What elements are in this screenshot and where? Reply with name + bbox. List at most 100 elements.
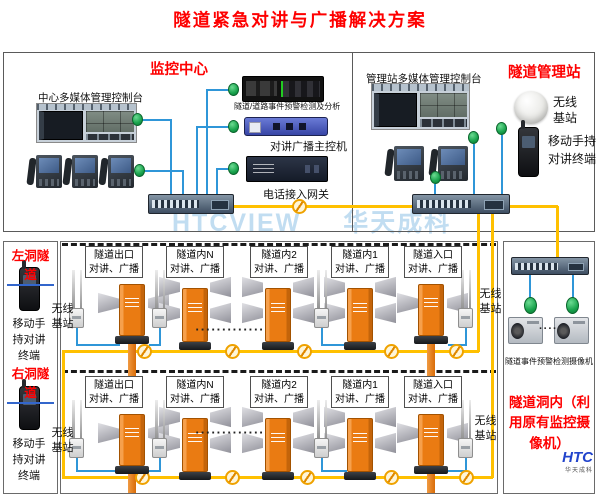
console-thumbnail-strip — [85, 133, 135, 141]
horn-speaker — [375, 406, 396, 428]
wireless-base-antenna — [68, 270, 86, 328]
blue-cable — [76, 456, 78, 472]
blue-cable — [182, 170, 184, 195]
section-name: 隧道内1 — [342, 250, 378, 261]
blue-cable — [149, 470, 161, 472]
htc-logo: HTC 华天成科 — [545, 450, 593, 474]
blue-cable — [207, 89, 229, 91]
horn-speaker — [293, 432, 314, 454]
sidebar-handheld-label: 移动手持对讲终端 — [12, 438, 46, 482]
blue-cable — [196, 126, 198, 195]
blue-cable — [76, 326, 78, 346]
ip-phone — [384, 146, 424, 186]
horn-speaker — [210, 432, 231, 454]
broadcast-cabinet — [182, 418, 208, 472]
horn-speaker — [324, 276, 345, 298]
left-tunnel-title: 左洞隧道 — [7, 245, 54, 286]
horn-speaker — [210, 406, 231, 428]
fiber-node — [384, 470, 399, 485]
horn-speaker — [210, 276, 231, 298]
road-dashed-line — [62, 243, 496, 246]
section-name: 隧道入口 — [413, 380, 453, 391]
tunnel-wireless-label: 无线基站 — [479, 288, 502, 315]
fiber-node — [225, 470, 240, 485]
handheld-radio — [518, 120, 539, 177]
road-dashed-line — [62, 370, 496, 373]
section-sub: 对讲、广播 — [408, 264, 458, 275]
logo-main: HTC — [562, 449, 593, 466]
wireless-base-antenna — [313, 400, 331, 458]
horn-speaker — [242, 302, 263, 324]
blue-cable — [434, 184, 436, 195]
horn-speaker — [375, 432, 396, 454]
trunk-cable-link — [62, 350, 65, 479]
console-toolbar — [37, 104, 136, 111]
green-connector-dot — [228, 120, 239, 133]
wireless-base-antenna — [457, 400, 475, 458]
wireless-ap — [514, 91, 548, 124]
cctv-camera — [508, 317, 543, 344]
camera-switch — [511, 257, 589, 275]
horn-speaker — [98, 292, 119, 314]
phone-body — [394, 146, 424, 181]
handheld-radio — [19, 260, 40, 311]
antenna-body — [152, 308, 167, 328]
blue-cable — [159, 456, 161, 472]
center-switch — [148, 194, 234, 214]
horn-speaker — [242, 406, 263, 428]
horn-speaker — [375, 276, 396, 298]
fiber-node — [459, 470, 474, 485]
tunnel-section-header: 隧道入口对讲、广播 — [404, 376, 462, 408]
green-connector-dot — [228, 162, 239, 175]
detection-server-label: 隧道/道路事件预警检测及分析 — [234, 102, 341, 111]
green-connector-dot — [468, 131, 479, 144]
broadcast-cabinet — [182, 288, 208, 342]
green-connector-dot — [496, 122, 507, 135]
broadcast-cabinet — [119, 284, 145, 336]
horn-speaker — [324, 406, 345, 428]
management-station-title: 隧道管理站 — [508, 65, 581, 81]
blue-cable — [76, 344, 120, 346]
phone-body — [36, 155, 62, 188]
fiber-node — [297, 344, 312, 359]
section-sub: 对讲、广播 — [335, 394, 385, 405]
tunnel-wireless-label: 无线基站 — [51, 303, 74, 330]
horn-speaker — [397, 292, 418, 314]
horn-speaker — [324, 432, 345, 454]
logo-sub: 华天成科 — [564, 468, 593, 474]
section-sub: 对讲、广播 — [254, 264, 304, 275]
section-sub: 对讲、广播 — [254, 394, 304, 405]
section-name: 隧道内2 — [261, 380, 297, 391]
continuation-dots: ···· — [539, 323, 558, 335]
continuation-dots: ············· — [195, 322, 265, 337]
page-title: 隧道紧急对讲与广播解决方案 — [173, 10, 427, 30]
cabinet-base — [262, 472, 294, 480]
wireless-base-antenna — [151, 400, 169, 458]
station-handheld-label: 移动手持对讲终端 — [547, 134, 596, 166]
blue-cable — [465, 326, 467, 346]
handheld-radio — [19, 379, 40, 430]
blue-cable — [76, 470, 120, 472]
tunnel-section-header: 隧道入口对讲、广播 — [404, 246, 462, 278]
blue-cable — [321, 470, 347, 472]
fiber-node — [137, 344, 152, 359]
right-tunnel-title: 右洞隧道 — [7, 363, 54, 404]
horn-speaker — [98, 422, 119, 444]
cabinet-base — [344, 342, 376, 350]
fiber-node — [225, 344, 240, 359]
center-console — [36, 103, 137, 143]
blue-cable — [321, 344, 347, 346]
fiber-drop-right-tunnel — [491, 214, 494, 478]
fiber-drop-left-tunnel — [477, 214, 480, 352]
detection-server — [242, 76, 324, 102]
broadcast-cabinet — [418, 414, 444, 466]
horn-speaker — [375, 302, 396, 324]
monitoring-center-title: 监控中心 — [150, 62, 208, 78]
station-switch — [412, 194, 510, 214]
station-console-label: 管理站多媒体管理控制台 — [366, 73, 482, 85]
blue-cable — [137, 119, 172, 121]
cabinet-base — [344, 472, 376, 480]
fiber-node — [300, 470, 315, 485]
